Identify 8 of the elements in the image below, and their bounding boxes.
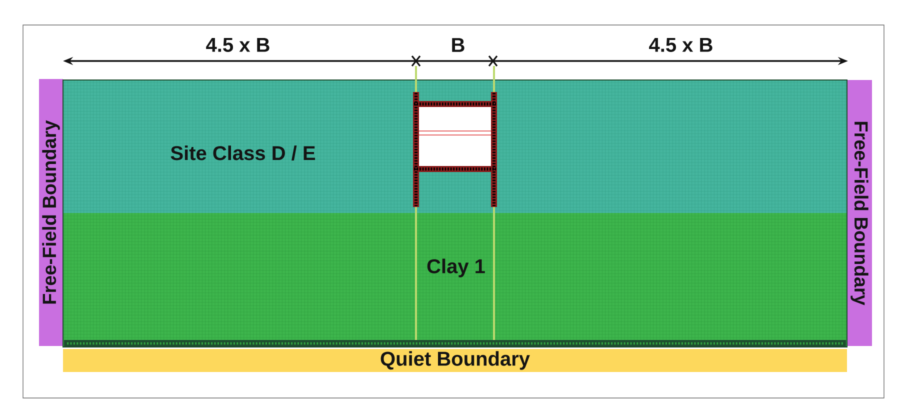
dimension-label: B: [452, 38, 464, 52]
soil-layer: Clay 1: [63, 213, 847, 347]
soil-layer: Site Class D / E: [63, 80, 847, 213]
boundary-band: Quiet Boundary: [63, 348, 847, 372]
dimension-label: 4.5 x B: [206, 38, 270, 52]
boundary-band: Free-Field Boundary: [39, 79, 64, 346]
boundary-band: Free-Field Boundary: [847, 80, 872, 346]
dimension-label: 4.5 x B: [649, 38, 712, 52]
